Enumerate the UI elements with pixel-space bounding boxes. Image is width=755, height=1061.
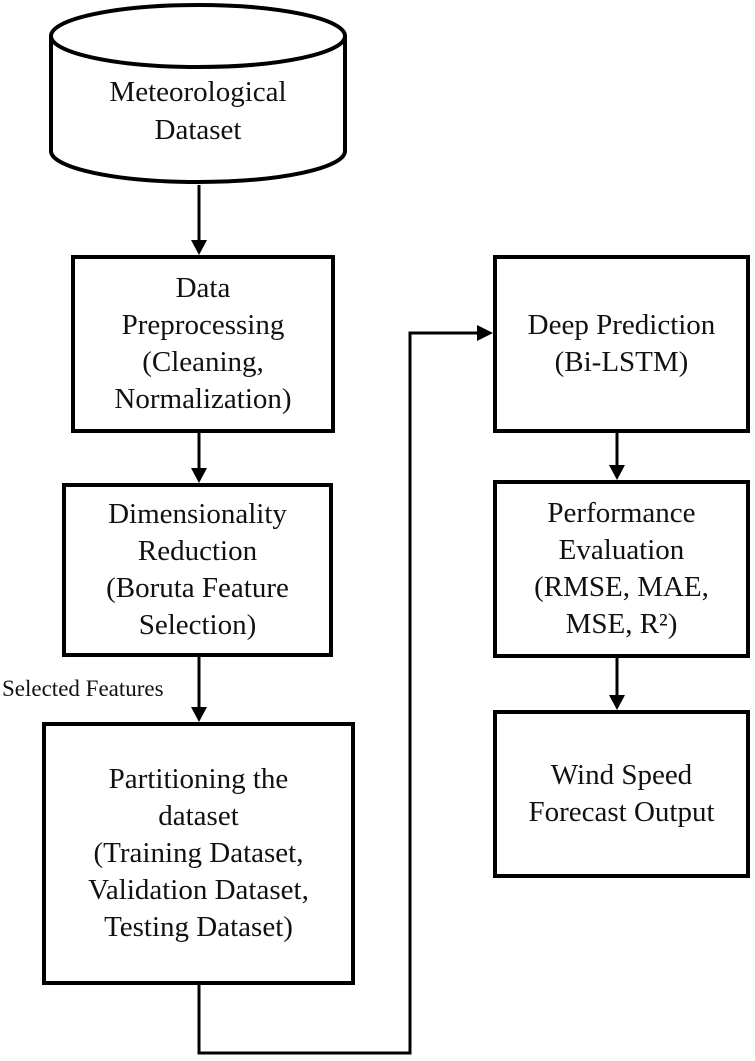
node-data-preprocessing: Data Preprocessing (Cleaning, Normalizat… xyxy=(71,255,335,433)
edge-dataset-to-preprocessing xyxy=(191,185,207,255)
node-partitioning-dataset: Partitioning the dataset (Training Datas… xyxy=(42,722,355,985)
node-dimensionality-reduction: Dimensionality Reduction (Boruta Feature… xyxy=(62,483,333,657)
database-cylinder-shape xyxy=(49,3,347,184)
edge-evaluation-to-output xyxy=(609,658,625,710)
arrowhead-down-icon xyxy=(191,707,207,722)
edge-dimensionality-to-partitioning xyxy=(191,657,207,722)
node-meteorological-dataset: Meteorological Dataset xyxy=(109,76,287,146)
edge-partitioning-to-prediction xyxy=(197,325,493,1055)
node-wind-speed-forecast-output: Wind Speed Forecast Output xyxy=(493,710,750,878)
node-performance-evaluation: Performance Evaluation (RMSE, MAE, MSE, … xyxy=(493,480,750,658)
arrowhead-down-icon xyxy=(191,468,207,483)
arrowhead-down-icon xyxy=(609,695,625,710)
edge-preprocessing-to-dimensionality xyxy=(191,433,207,483)
arrowhead-down-icon xyxy=(609,465,625,480)
node-deep-prediction: Deep Prediction (Bi-LSTM) xyxy=(493,255,750,433)
arrowhead-down-icon xyxy=(191,240,207,255)
edge-prediction-to-evaluation xyxy=(609,433,625,480)
edge-label-selected-features: Selected Features xyxy=(2,676,164,701)
arrowhead-right-icon xyxy=(477,325,493,341)
